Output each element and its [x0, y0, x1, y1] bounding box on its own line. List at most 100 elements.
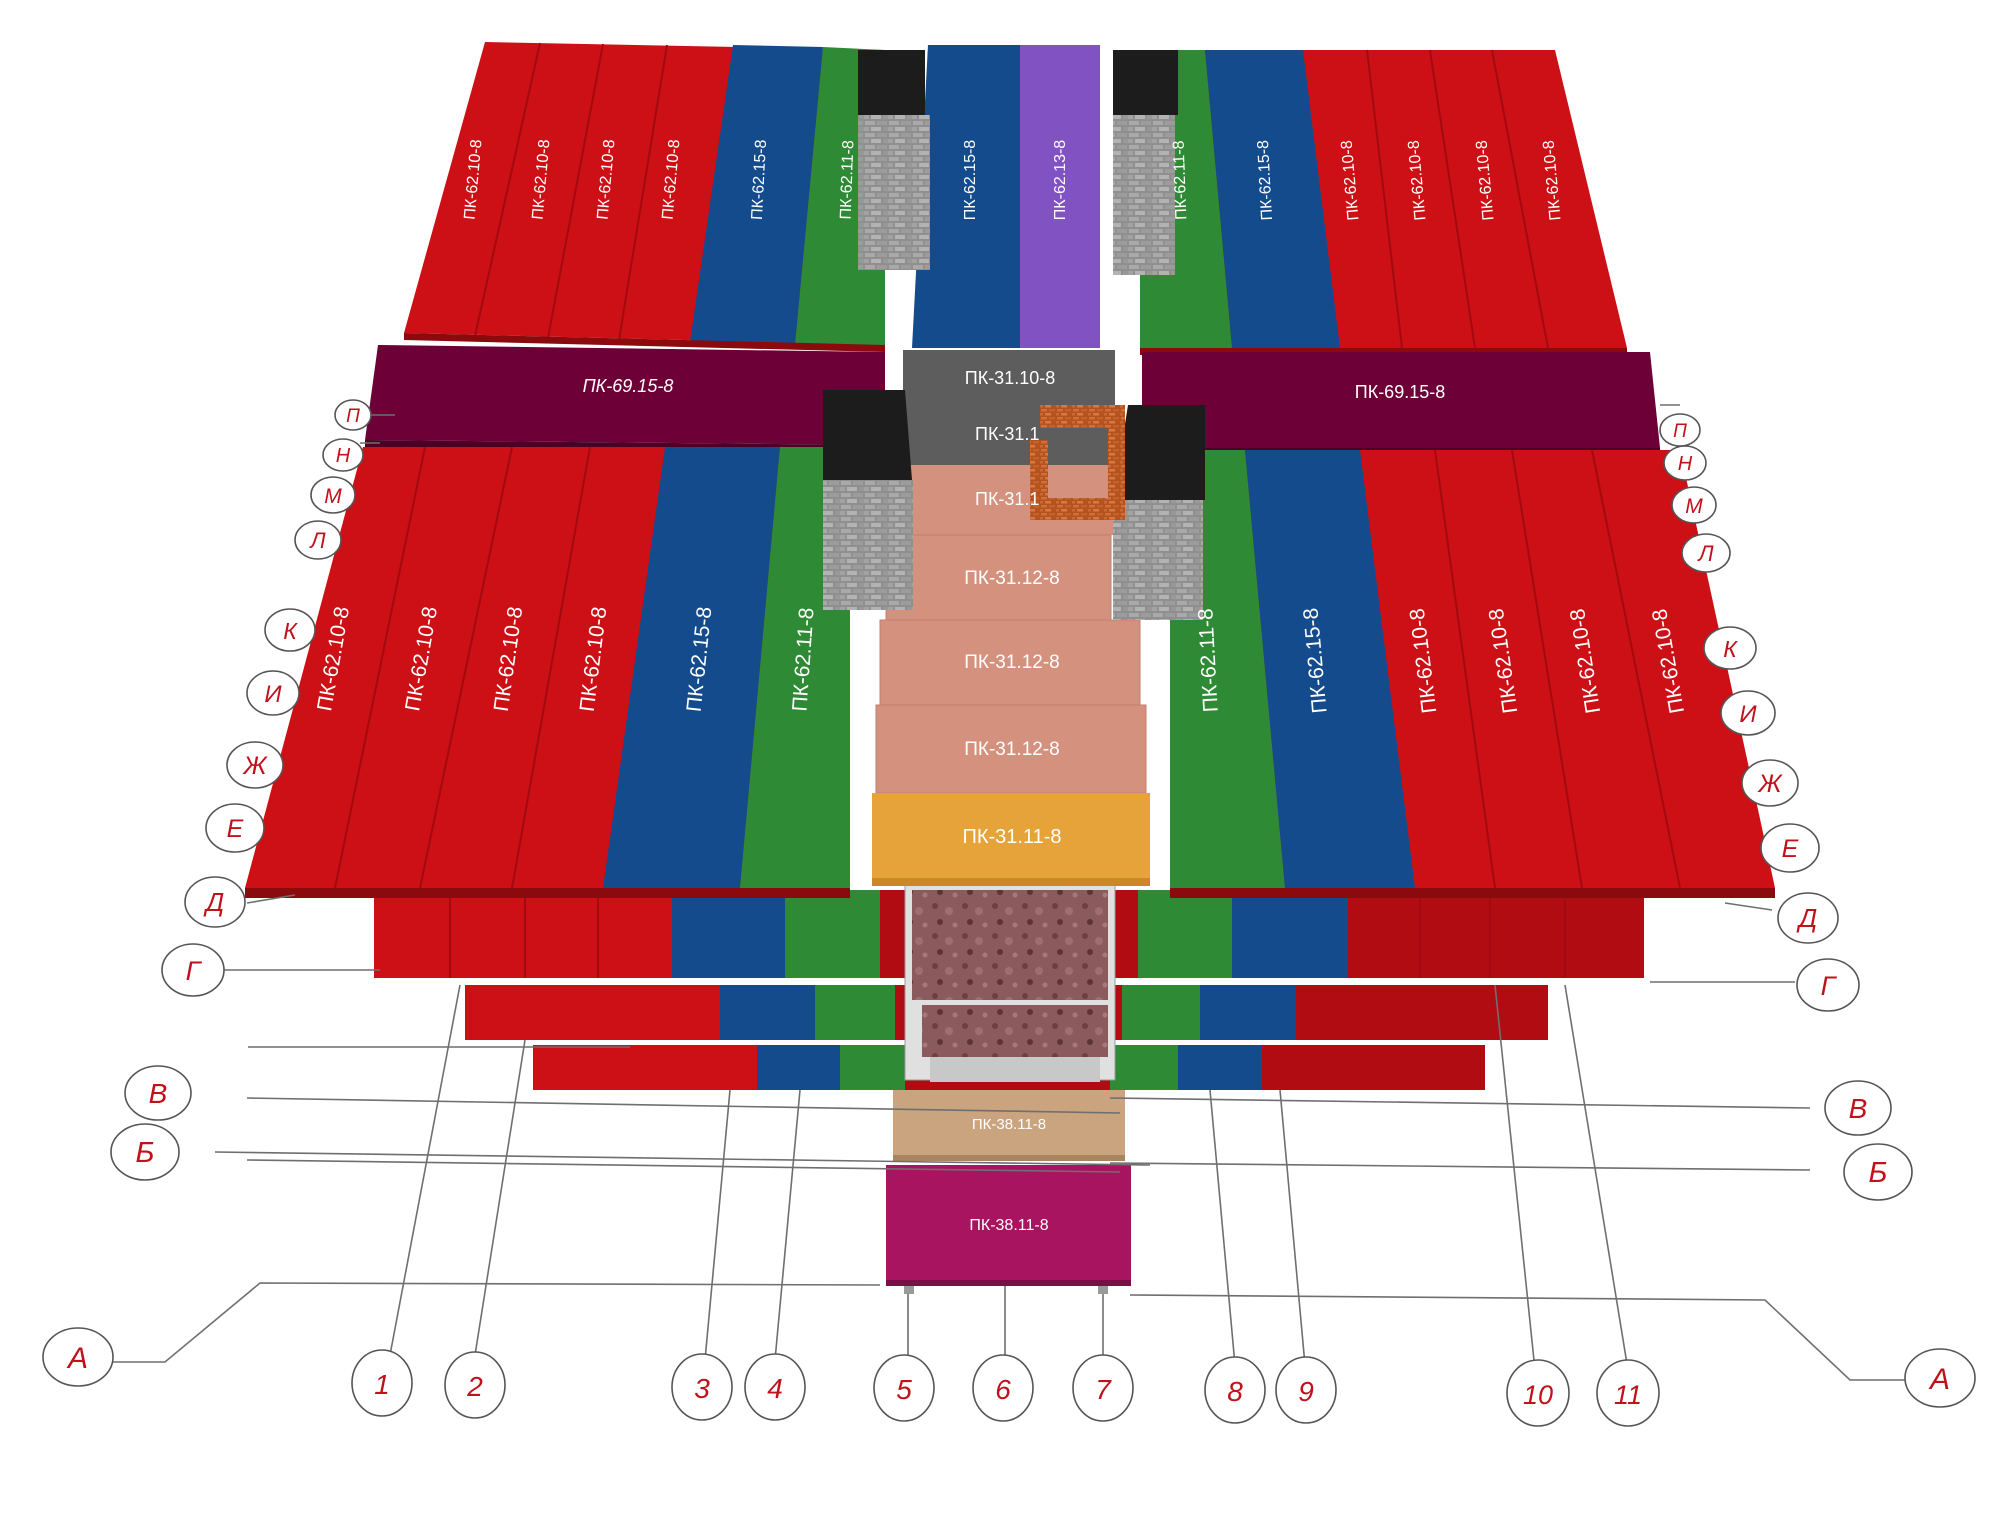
axis-marker-left-g: Г	[161, 943, 225, 997]
svg-text:П: П	[346, 406, 360, 427]
axis-marker-left-e: Е	[205, 803, 265, 853]
axis-marker-num-4: 4	[744, 1353, 806, 1421]
svg-text:В: В	[1849, 1093, 1868, 1124]
entrance-slabs	[886, 1090, 1131, 1294]
slab-label: ПК-31.12-8	[964, 652, 1060, 673]
svg-text:Л: Л	[308, 528, 326, 553]
slab-label: ПК-62.11-8	[838, 140, 858, 220]
axis-marker-left-n: Н	[322, 438, 364, 472]
svg-text:В: В	[149, 1078, 168, 1109]
svg-text:Н: Н	[1678, 453, 1693, 475]
svg-text:Г: Г	[1821, 971, 1838, 1001]
svg-text:Д: Д	[1796, 903, 1817, 933]
slab-label: ПК-62.10-8	[1541, 140, 1565, 222]
axis-marker-right-k: К	[1703, 626, 1757, 670]
axis-marker-left-i: И	[246, 670, 300, 716]
axis-marker-right-n: Н	[1663, 445, 1707, 481]
axis-marker-left-a: А	[42, 1327, 114, 1387]
axis-marker-num-11: 11	[1596, 1359, 1660, 1427]
svg-text:Б: Б	[1869, 1157, 1888, 1189]
svg-text:Ж: Ж	[1757, 770, 1784, 798]
slab-label: ПК-31.1	[975, 489, 1039, 509]
svg-text:3: 3	[694, 1373, 710, 1404]
slab-label: ПК-31.11-8	[962, 826, 1061, 848]
svg-text:И: И	[1739, 701, 1757, 728]
slab-label: ПК-62.11-8	[1171, 140, 1191, 220]
column-top-right	[1113, 50, 1178, 275]
axis-marker-left-v: В	[124, 1065, 192, 1121]
axis-marker-left-b: Б	[110, 1123, 180, 1181]
axis-marker-right-p: П	[1659, 413, 1701, 447]
svg-text:К: К	[283, 618, 298, 644]
svg-text:А: А	[1928, 1363, 1950, 1396]
svg-text:10: 10	[1523, 1380, 1553, 1410]
svg-text:1: 1	[374, 1369, 390, 1400]
slab-label: ПК-62.10-8	[660, 139, 684, 221]
axis-marker-left-p: П	[334, 399, 372, 431]
slab-label: ПК-62.10-8	[530, 139, 554, 221]
slab-label: ПК-62.15-8	[1255, 140, 1276, 221]
brick-columns	[823, 50, 1205, 620]
svg-text:Б: Б	[136, 1137, 155, 1169]
slab-label: ПК-69.15-8	[1355, 382, 1445, 402]
axis-marker-num-3: 3	[671, 1353, 733, 1421]
axis-marker-num-1: 1	[351, 1349, 413, 1417]
red-brick-chimney	[1030, 405, 1125, 520]
svg-text:2: 2	[466, 1371, 483, 1402]
slab-label: ПК-69.15-8	[583, 376, 674, 396]
svg-text:11: 11	[1614, 1380, 1642, 1410]
slab-label: ПК-62.11-8	[1194, 608, 1222, 713]
axis-marker-num-5: 5	[873, 1354, 935, 1422]
svg-text:Е: Е	[227, 815, 244, 843]
right-axis-markers: П Н М Л К И Ж Е Д Г В Б А	[1659, 413, 1976, 1408]
slab-label: ПК-31.10-8	[965, 368, 1055, 388]
slab-label: ПК-38.11-8	[969, 1217, 1048, 1234]
slab-label: ПК-62.13-8	[1052, 140, 1069, 221]
column-mid-left	[823, 390, 913, 610]
stair-landings	[904, 884, 1116, 1082]
axis-marker-right-zh: Ж	[1741, 759, 1799, 807]
column-mid-right	[1113, 405, 1205, 620]
axis-marker-right-b: Б	[1843, 1143, 1913, 1201]
column-top-left	[858, 50, 930, 270]
slab-label: ПК-62.10-8	[1474, 140, 1498, 222]
axis-marker-left-m: М	[310, 476, 356, 514]
slab-label: ПК-62.10-8	[462, 139, 486, 221]
axis-marker-left-l: Л	[294, 520, 342, 560]
axis-marker-right-m: М	[1671, 486, 1717, 524]
svg-text:7: 7	[1095, 1374, 1112, 1405]
slab-label: ПК-62.10-8	[595, 139, 619, 221]
svg-text:9: 9	[1298, 1376, 1314, 1407]
axis-marker-right-a: А	[1904, 1348, 1976, 1408]
axis-marker-num-9: 9	[1275, 1356, 1337, 1424]
svg-text:Д: Д	[203, 887, 224, 917]
slab-label: ПК-62.10-8	[1406, 140, 1430, 222]
axis-marker-left-d: Д	[184, 876, 246, 928]
svg-text:Г: Г	[186, 956, 203, 986]
top-lower-slab-group	[245, 446, 1775, 898]
axis-marker-num-7: 7	[1072, 1354, 1134, 1422]
axis-marker-right-d: Д	[1777, 892, 1839, 944]
axis-marker-right-l: Л	[1681, 533, 1731, 573]
top-upper-slab-group	[404, 42, 1627, 355]
slab-label: ПК-62.10-8	[1339, 140, 1363, 222]
svg-text:А: А	[66, 1342, 88, 1375]
axis-marker-right-i: И	[1720, 690, 1776, 736]
axis-marker-num-6: 6	[972, 1354, 1034, 1422]
svg-text:Л: Л	[1696, 541, 1714, 566]
axis-marker-num-2: 2	[444, 1351, 506, 1419]
svg-text:Ж: Ж	[242, 752, 269, 780]
axis-marker-right-e: Е	[1760, 823, 1820, 873]
svg-text:8: 8	[1227, 1376, 1243, 1407]
axis-marker-num-10: 10	[1506, 1359, 1570, 1427]
svg-text:И: И	[264, 681, 282, 708]
svg-text:М: М	[1685, 495, 1703, 518]
svg-text:Е: Е	[1782, 835, 1799, 863]
slab-label: ПК-62.15-8	[962, 140, 979, 221]
svg-text:Н: Н	[336, 445, 351, 467]
svg-text:П: П	[1673, 421, 1687, 442]
axis-marker-left-k: К	[264, 608, 316, 652]
number-axis-markers: 1 2 3 4 5 6 7 8 9 10 11	[351, 1349, 1660, 1427]
axis-marker-left-zh: Ж	[226, 741, 284, 789]
